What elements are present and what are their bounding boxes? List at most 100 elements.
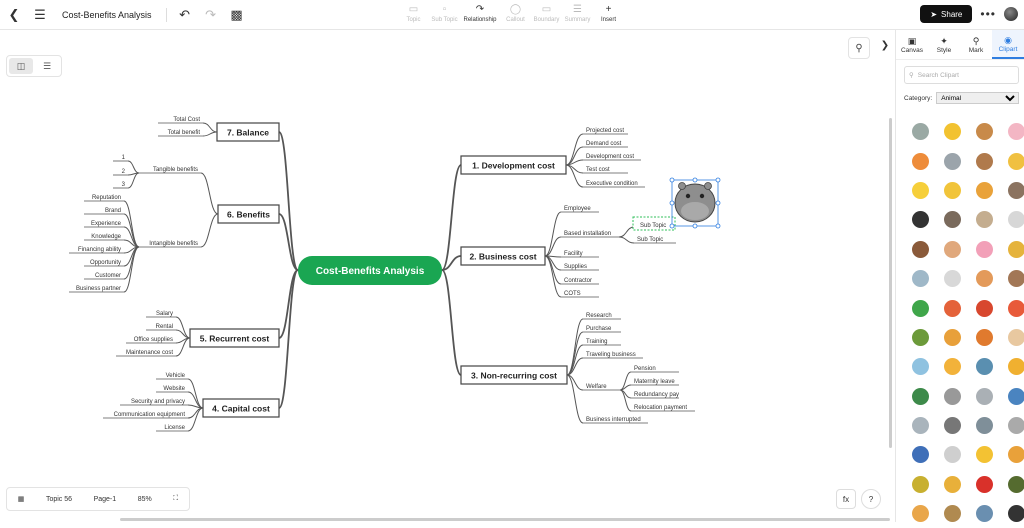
main-topic-label[interactable]: 6. Benefits xyxy=(227,210,270,220)
subtopic-label[interactable]: Security and privacy xyxy=(131,399,185,405)
subtopic-label[interactable]: Office supplies xyxy=(134,337,173,343)
subtopic-label[interactable]: Knowledge xyxy=(91,234,121,240)
pig-icon[interactable] xyxy=(968,235,1000,264)
subtopic-label[interactable]: Employee xyxy=(564,206,591,212)
insert-button[interactable]: +Insert xyxy=(593,3,624,23)
subtopic-label[interactable]: Supplies xyxy=(564,264,587,270)
cow-icon[interactable] xyxy=(968,117,1000,146)
subtopic-label[interactable]: Redundancy pay xyxy=(634,392,679,398)
undo-icon[interactable]: ↶ xyxy=(177,7,193,23)
subtopic-label[interactable]: License xyxy=(164,425,185,431)
central-topic-label[interactable]: Cost-Benefits Analysis xyxy=(316,266,425,277)
fox-icon[interactable] xyxy=(968,264,1000,293)
white-cat-icon[interactable] xyxy=(936,264,968,293)
back-icon[interactable]: ❮ xyxy=(6,7,22,23)
main-topic-label[interactable]: 1. Development cost xyxy=(472,161,555,171)
crab-icon[interactable] xyxy=(936,293,968,322)
main-topic-label[interactable]: 3. Non-recurring cost xyxy=(471,371,557,381)
tropical-fish-icon[interactable] xyxy=(968,440,1000,469)
topic-button[interactable]: ▭Topic xyxy=(398,3,429,23)
help-icon[interactable]: ? xyxy=(861,489,881,509)
panda-icon[interactable] xyxy=(904,205,936,234)
subtopic-label[interactable]: Financing ability xyxy=(78,247,121,253)
subtopic-label[interactable]: Business interrupted xyxy=(586,417,641,423)
horizontal-scrollbar[interactable] xyxy=(120,518,890,521)
butterfly-icon[interactable] xyxy=(904,499,936,528)
subtopic-label[interactable]: Vehicle xyxy=(166,373,186,379)
subtopic-label[interactable]: Sub Topic xyxy=(637,237,663,243)
subtopic-label[interactable]: Demand cost xyxy=(586,141,622,147)
subtopic-label[interactable]: Maintenance cost xyxy=(126,350,173,356)
subtopic-label[interactable]: Training xyxy=(586,339,607,345)
seahorse-icon[interactable] xyxy=(936,323,968,352)
subtopic-label[interactable]: Traveling business xyxy=(586,352,636,358)
subtopic-label[interactable]: Total Cost xyxy=(173,117,200,123)
subtopic-label[interactable]: Purchase xyxy=(586,326,612,332)
shell-icon[interactable] xyxy=(936,440,968,469)
main-topic[interactable]: 2. Business cost xyxy=(461,247,545,265)
owl-icon[interactable] xyxy=(904,235,936,264)
monkey-icon[interactable] xyxy=(1000,176,1024,205)
menu-icon[interactable]: ☰ xyxy=(32,7,48,23)
giraffe-icon[interactable] xyxy=(1000,235,1024,264)
subtopic-label[interactable]: 3 xyxy=(122,182,126,188)
subtopic-label[interactable]: Relocation payment xyxy=(634,405,687,411)
elephant-icon[interactable] xyxy=(904,264,936,293)
seaweed-icon[interactable] xyxy=(904,323,936,352)
main-topic-label[interactable]: 4. Capital cost xyxy=(212,404,270,414)
lion-icon[interactable] xyxy=(968,176,1000,205)
vertical-scrollbar[interactable] xyxy=(889,118,892,448)
octopus-icon[interactable] xyxy=(936,382,968,411)
jellyfish-icon[interactable] xyxy=(904,352,936,381)
subtopic-label[interactable]: Pension xyxy=(634,366,656,372)
subtopic-label[interactable]: Development cost xyxy=(586,154,634,160)
bee-small-icon[interactable] xyxy=(936,470,968,499)
bear-face-icon[interactable] xyxy=(1000,264,1024,293)
subtopic-label[interactable]: Facility xyxy=(564,251,583,257)
share-button[interactable]: ➤Share xyxy=(920,5,972,23)
main-topic[interactable]: 6. Benefits xyxy=(218,205,279,223)
map-icon[interactable]: ▦ xyxy=(18,495,25,503)
tiger-icon[interactable] xyxy=(904,146,936,175)
subtopic-label[interactable]: Tangible benefits xyxy=(153,167,198,173)
chick-face-icon[interactable] xyxy=(904,176,936,205)
bee-icon[interactable] xyxy=(936,117,968,146)
subtopic-label[interactable]: Contractor xyxy=(564,278,592,284)
subtopic-label[interactable]: 1 xyxy=(122,155,126,161)
subtopic-label[interactable]: Based installation xyxy=(564,231,611,237)
subtopic-label[interactable]: Experience xyxy=(91,221,122,227)
bear-icon[interactable] xyxy=(936,205,968,234)
tab-style[interactable]: ✦Style xyxy=(928,30,960,59)
rabbit-icon[interactable] xyxy=(1000,117,1024,146)
fish-icon[interactable] xyxy=(1000,323,1024,352)
subtopic-label[interactable]: Communication equipment xyxy=(114,412,186,418)
swordfish-icon[interactable] xyxy=(1000,411,1024,440)
callout-button[interactable]: ◯Callout xyxy=(500,3,531,23)
cat-icon[interactable] xyxy=(936,176,968,205)
subtopic-label[interactable]: Research xyxy=(586,313,612,319)
hippo-icon[interactable] xyxy=(904,117,936,146)
collapse-panel-icon[interactable]: ❯ xyxy=(878,38,892,52)
bull-icon[interactable] xyxy=(968,146,1000,175)
frog-icon[interactable] xyxy=(904,293,936,322)
monkey-face-icon[interactable] xyxy=(936,235,968,264)
subtopic-label[interactable]: Maternity leave xyxy=(634,379,675,385)
page-indicator[interactable]: Page-1 xyxy=(94,496,117,503)
subtopic-label[interactable]: COTS xyxy=(564,291,581,297)
eel-icon[interactable] xyxy=(936,411,968,440)
blue-fish-icon[interactable] xyxy=(1000,382,1024,411)
snake-icon[interactable] xyxy=(904,470,936,499)
formula-icon[interactable]: fx xyxy=(836,489,856,509)
subtopic-label[interactable]: Executive condition xyxy=(586,181,638,187)
yellow-fish-icon[interactable] xyxy=(1000,352,1024,381)
tab-clipart[interactable]: ◉Clipart xyxy=(992,30,1024,59)
turtle-icon[interactable] xyxy=(904,382,936,411)
squid-icon[interactable] xyxy=(1000,293,1024,322)
mouse-icon[interactable] xyxy=(936,146,968,175)
subtopic-label[interactable]: Salary xyxy=(156,311,173,317)
subtopic-label[interactable]: Brand xyxy=(105,208,121,214)
subtopic-label[interactable]: Intangible benefits xyxy=(149,241,198,247)
central-topic[interactable]: Cost-Benefits Analysis xyxy=(298,256,442,285)
summary-button[interactable]: ☰Summary xyxy=(562,3,593,23)
